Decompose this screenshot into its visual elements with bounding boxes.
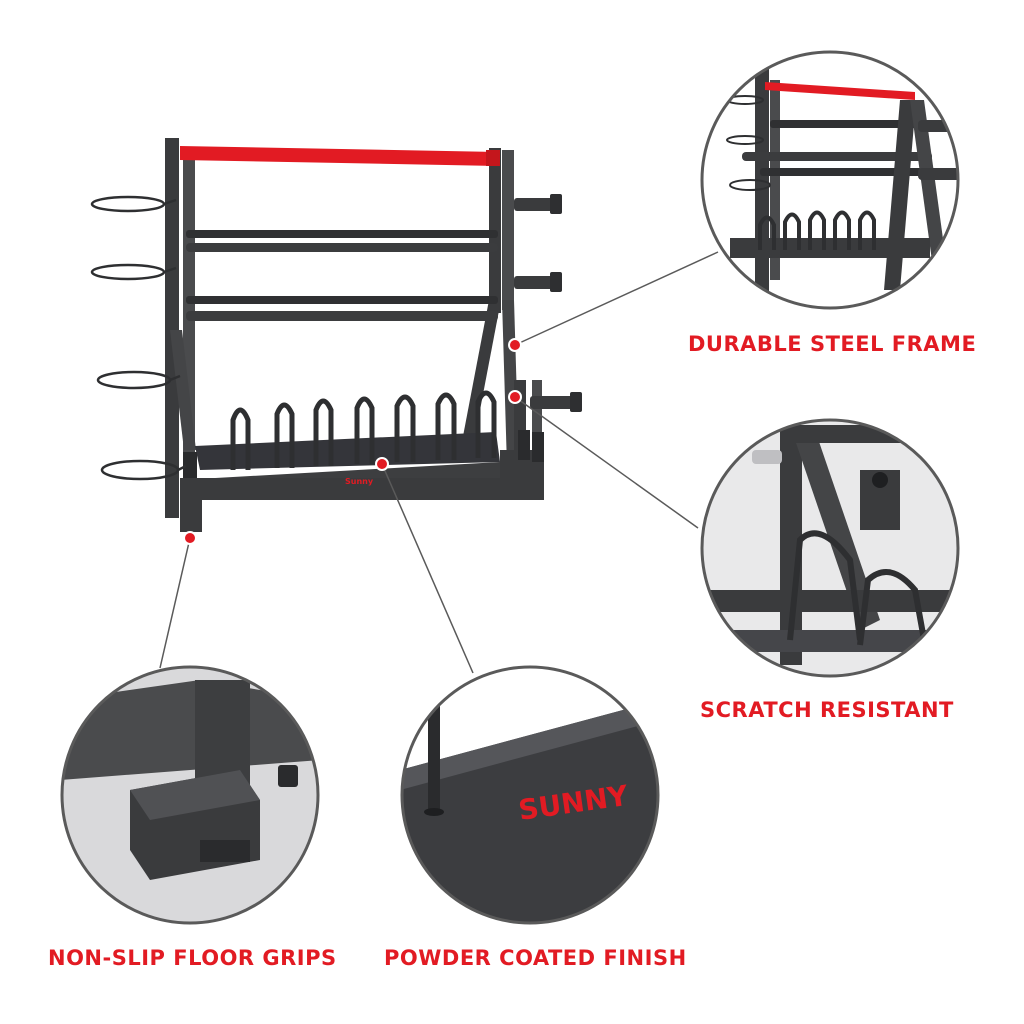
callout-dot-powder	[375, 457, 389, 471]
callout-lines	[159, 251, 719, 674]
callout-line-scratch	[514, 396, 699, 529]
feature-label-floor-grips: NON-SLIP FLOOR GRIPS	[48, 946, 337, 970]
storage-rack: Sunny	[90, 138, 582, 532]
callout-line-grips	[159, 537, 191, 669]
detail-grips-zoom	[60, 665, 320, 925]
callout-dot-scratch	[508, 390, 522, 404]
feature-label-powder-coated: POWDER COATED FINISH	[384, 946, 687, 970]
callout-dot-grips	[183, 531, 197, 545]
detail-scratch-zoom	[700, 418, 960, 678]
callout-dot-frame	[508, 338, 522, 352]
callout-dots	[183, 338, 522, 545]
feature-label-durable-frame: DURABLE STEEL FRAME	[688, 332, 977, 356]
callout-line-frame	[514, 251, 719, 346]
rack-logo-small: Sunny	[345, 477, 374, 486]
detail-powder-zoom: SUNNY	[400, 665, 660, 925]
detail-frame-zoom	[700, 50, 960, 310]
callout-line-powder	[381, 463, 474, 674]
feature-label-scratch-resistant: SCRATCH RESISTANT	[700, 698, 954, 722]
